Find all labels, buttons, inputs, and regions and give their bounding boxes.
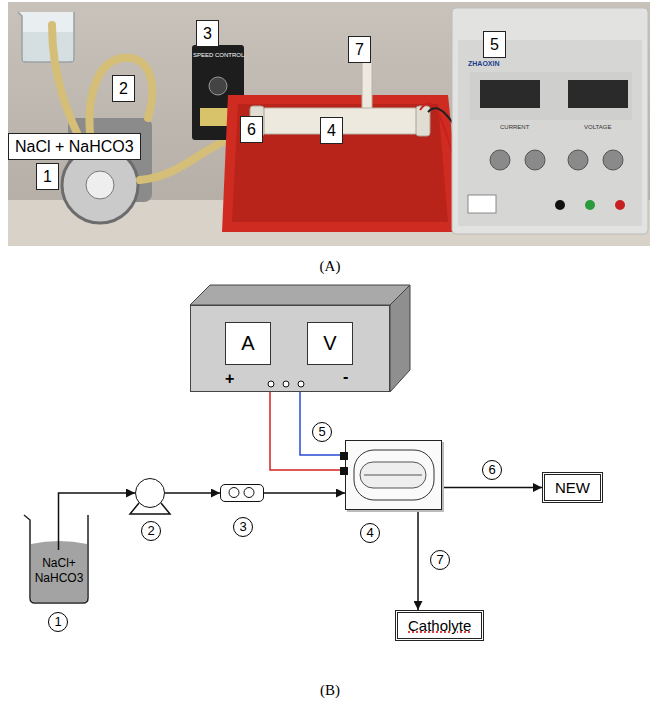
callout-number: 6 bbox=[482, 460, 502, 480]
connector bbox=[59, 493, 136, 512]
device-text: VOLTAGE bbox=[584, 124, 611, 130]
product-box: Catholyte bbox=[395, 610, 484, 641]
connector bbox=[300, 392, 345, 455]
callout-number: 6 bbox=[240, 116, 263, 143]
device-text: CURRENT bbox=[500, 124, 529, 130]
panel-label: (B) bbox=[300, 682, 360, 699]
node-label: 6 bbox=[247, 121, 256, 138]
connector bbox=[270, 392, 345, 470]
speed-controller-outline bbox=[221, 485, 263, 501]
ammeter-display: A bbox=[225, 322, 271, 365]
device-text: SPEED CONTROL bbox=[193, 52, 243, 58]
callout-number: 3 bbox=[196, 20, 219, 47]
product-box: NEW bbox=[542, 472, 603, 503]
beaker: NaCl+ NaHCO31 bbox=[22, 512, 95, 605]
node-label: 3 bbox=[203, 25, 212, 42]
callout-number: 5 bbox=[483, 31, 506, 58]
power-supply: +-5AV bbox=[190, 305, 390, 392]
callout-number: 2 bbox=[141, 521, 161, 541]
connector bbox=[165, 492, 220, 494]
callout-number: 7 bbox=[430, 550, 450, 570]
node-label: NEW bbox=[555, 479, 590, 496]
voltmeter-display: V bbox=[307, 322, 353, 365]
node-label: NaCl + NaHCO3 bbox=[15, 138, 134, 155]
callout-number: 1 bbox=[36, 163, 59, 190]
callout-number: 3 bbox=[233, 517, 253, 537]
node-label: A bbox=[241, 332, 254, 355]
speed-controller: 3 bbox=[220, 484, 264, 502]
callout-number: 2 bbox=[112, 75, 135, 102]
terminal-sign: - bbox=[343, 368, 348, 386]
callout-number: 5 bbox=[312, 422, 332, 442]
panel-label: (A) bbox=[300, 258, 360, 275]
callout-number: 4 bbox=[360, 523, 380, 543]
node-label: 4 bbox=[327, 122, 336, 139]
node-label: 5 bbox=[490, 36, 499, 53]
solution-label: NaCl + NaHCO3 bbox=[8, 133, 141, 160]
callout-number: 1 bbox=[48, 612, 68, 632]
power-supply-outline bbox=[191, 306, 389, 391]
callout-number: 4 bbox=[320, 117, 343, 144]
solution-label: NaCl+ NaHCO3 bbox=[30, 556, 88, 586]
node-label: 2 bbox=[119, 80, 128, 97]
node-label: 1 bbox=[43, 168, 52, 185]
electrolysis-cell-outline bbox=[346, 441, 441, 509]
callout-number: 7 bbox=[348, 36, 371, 63]
connector bbox=[442, 487, 542, 489]
node-label: 7 bbox=[355, 41, 364, 58]
connector bbox=[417, 510, 419, 610]
node-label: Catholyte bbox=[408, 617, 471, 634]
connector bbox=[264, 492, 345, 494]
brand-text: ZHAOXIN bbox=[468, 60, 500, 67]
electrolysis-cell: 4 bbox=[345, 440, 442, 510]
pump-symbol: 2 bbox=[135, 478, 165, 508]
node-label: V bbox=[323, 332, 336, 355]
terminal-sign: + bbox=[225, 370, 234, 388]
